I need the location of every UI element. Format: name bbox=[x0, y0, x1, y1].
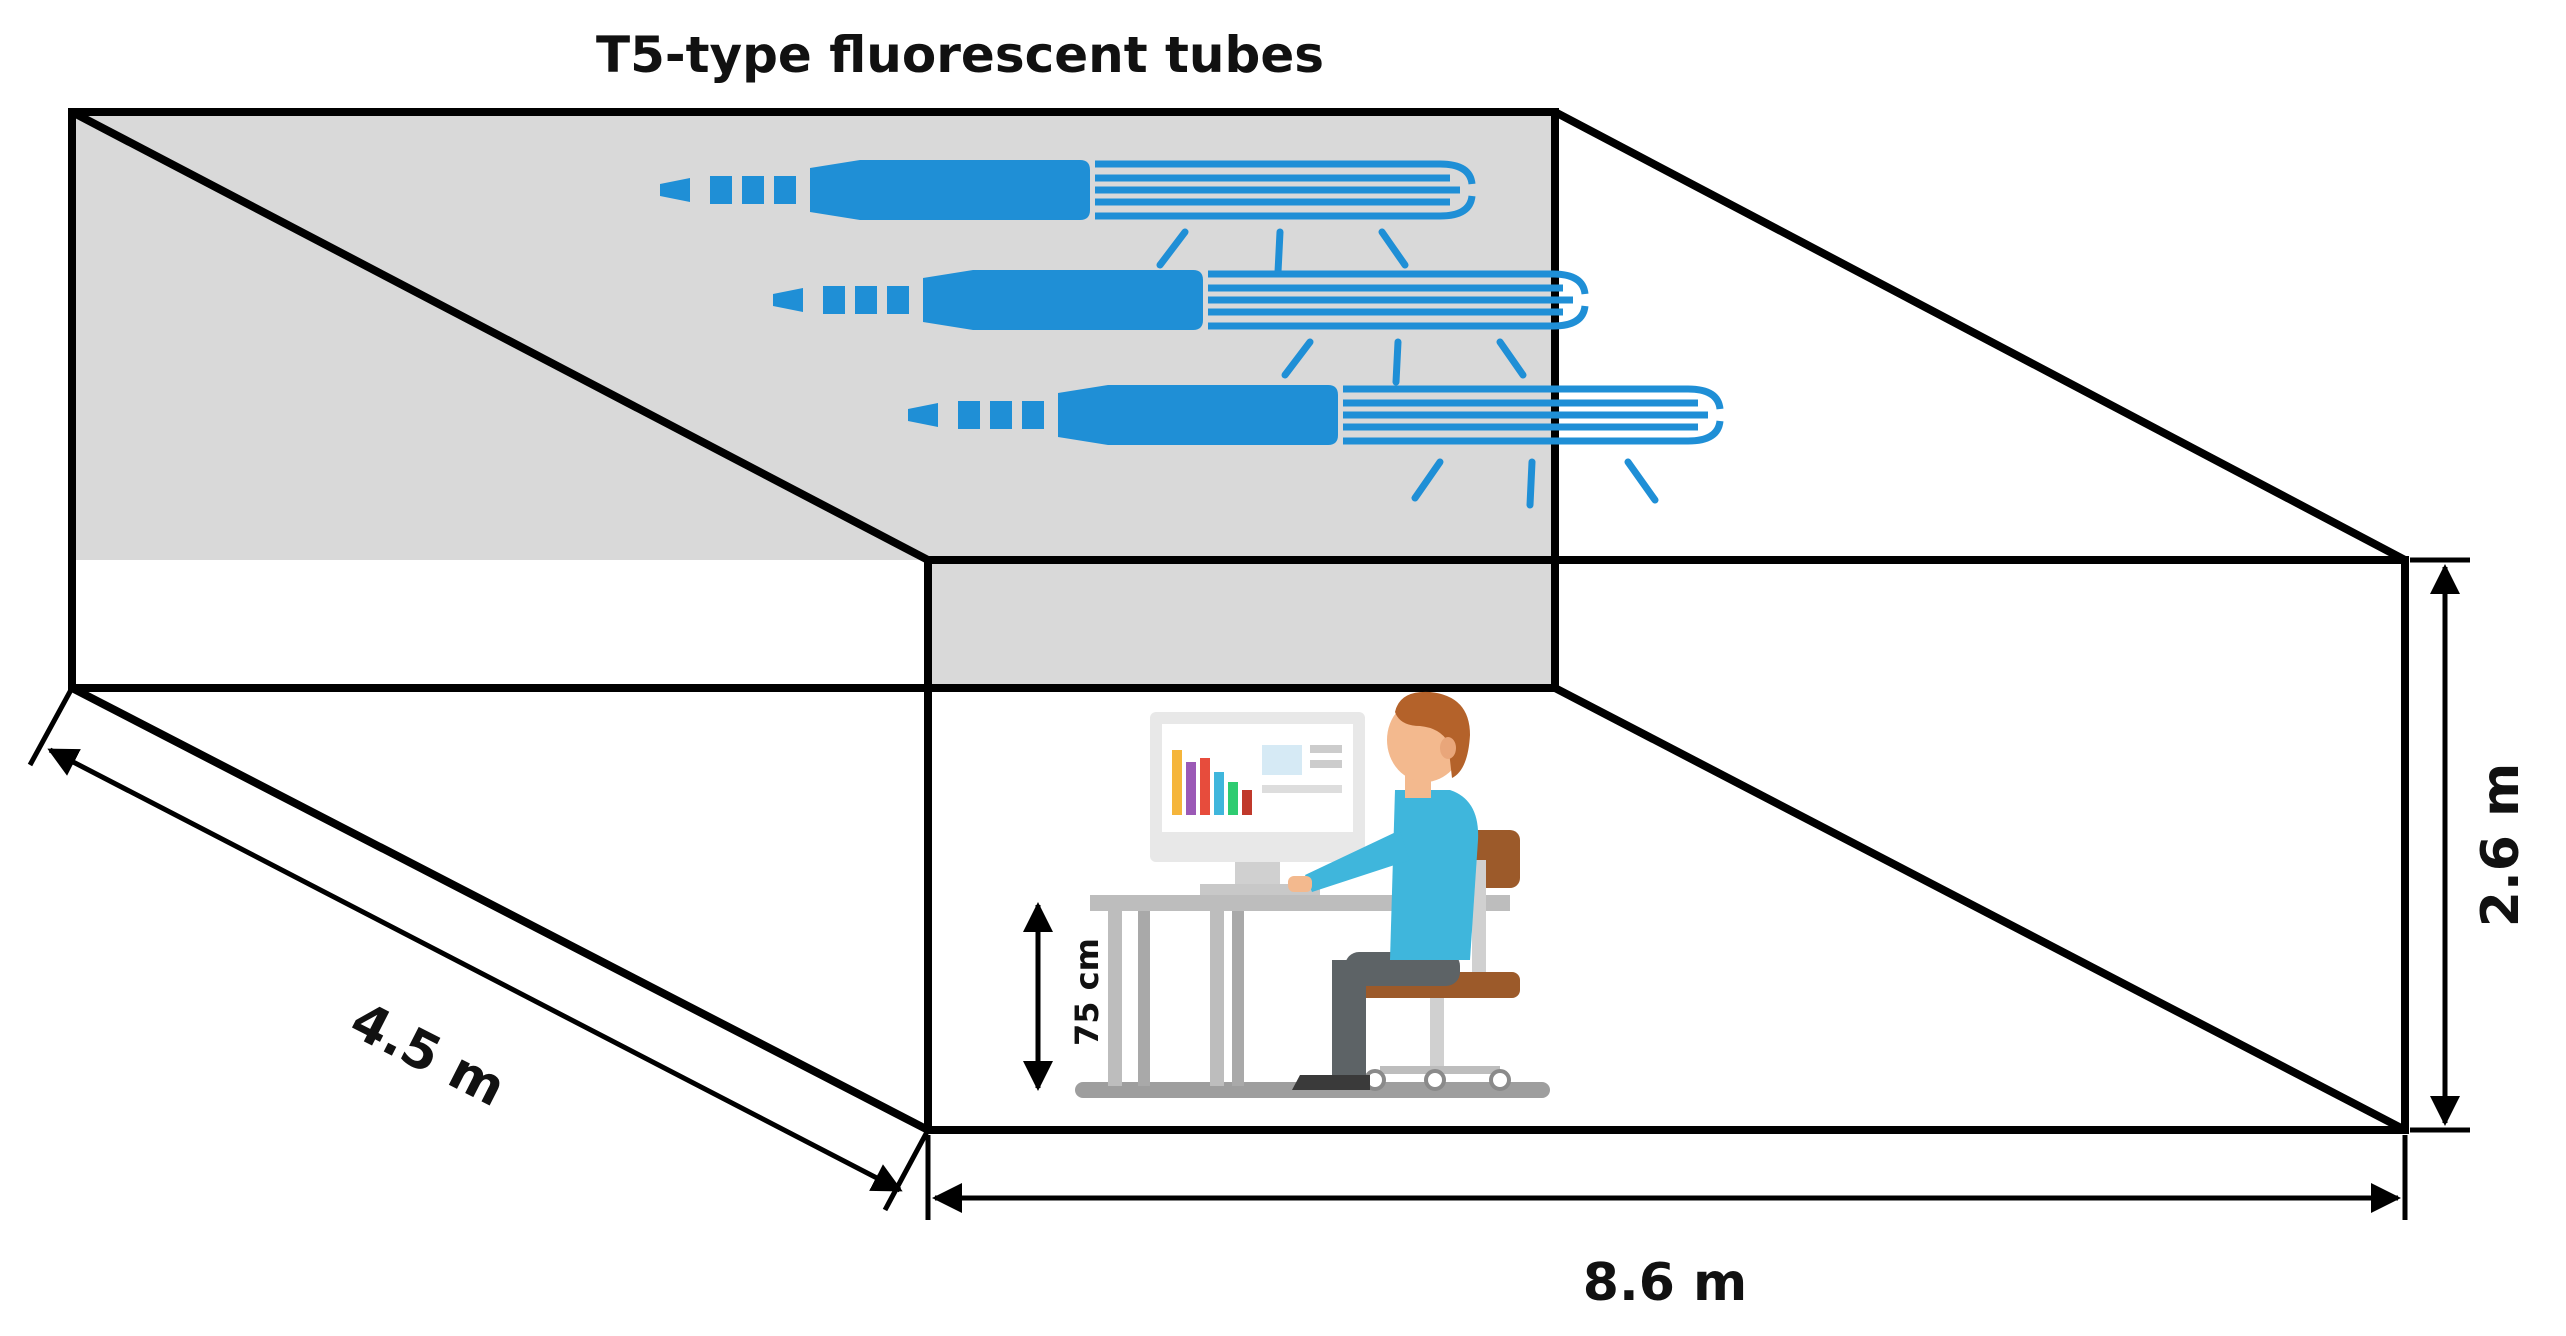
depth-arrow bbox=[47, 747, 903, 1193]
computer-monitor-icon bbox=[1150, 712, 1365, 895]
diagram-title: T5-type fluorescent tubes bbox=[596, 26, 1324, 84]
ceiling-front-panel bbox=[928, 560, 1555, 688]
depth-label: 4.5 m bbox=[341, 991, 515, 1119]
desk-height-label: 75 cm bbox=[1068, 938, 1106, 1046]
dimension-arrows bbox=[27, 557, 2470, 1220]
height-label: 2.6 m bbox=[2471, 763, 2531, 927]
office-worker-icon bbox=[1288, 691, 1479, 1090]
width-label: 8.6 m bbox=[1583, 1253, 1747, 1313]
light-ray-icons bbox=[1156, 228, 1659, 509]
office-workstation bbox=[1075, 691, 1550, 1098]
ceiling-panel bbox=[72, 112, 1555, 688]
